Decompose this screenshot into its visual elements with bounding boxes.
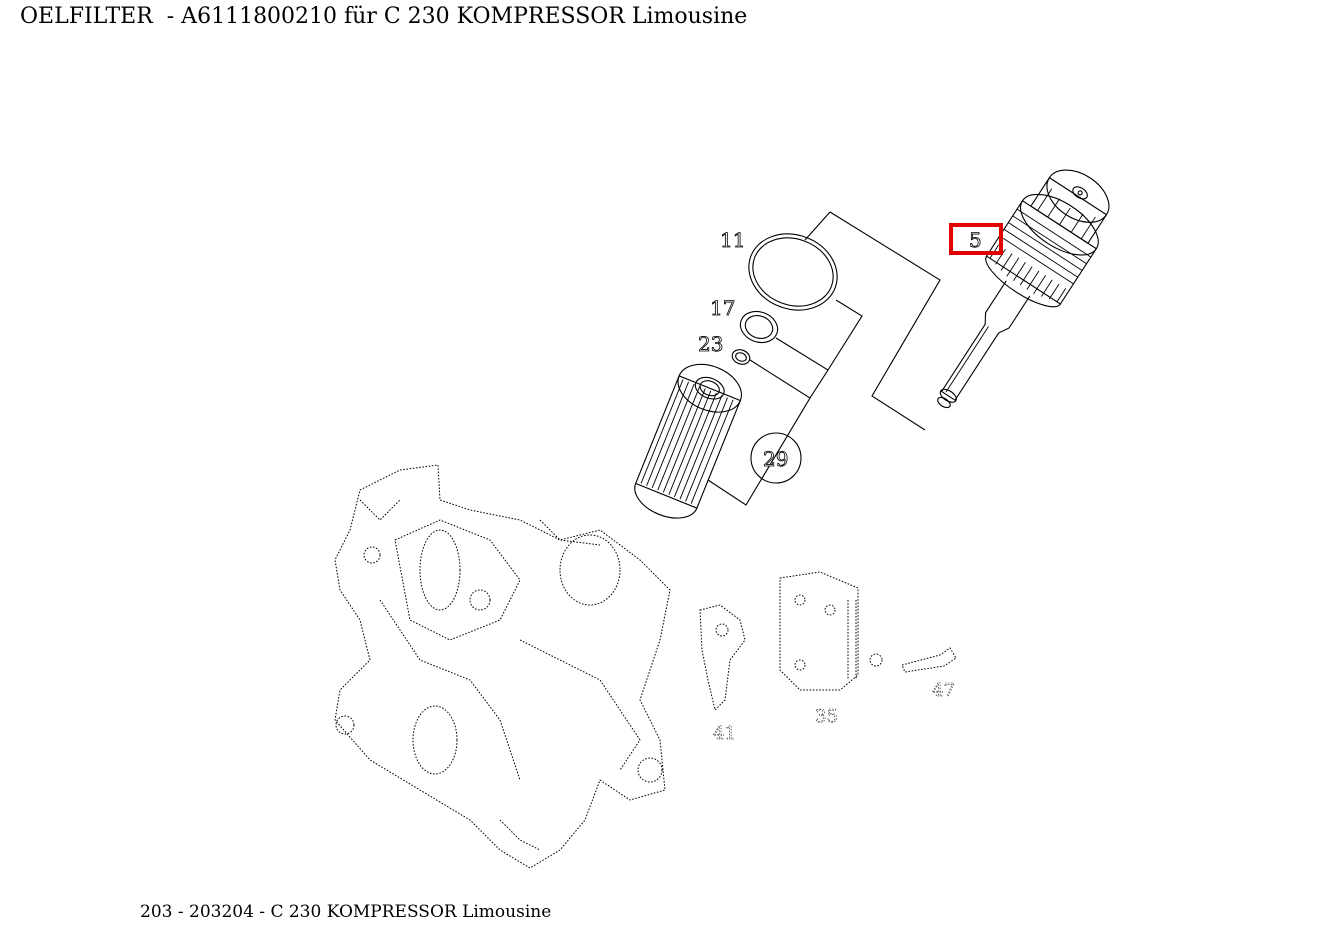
callout-41[interactable]: 41: [713, 723, 737, 745]
callout-23[interactable]: 23: [698, 332, 724, 357]
part-35-cover: [779, 571, 883, 691]
leader-lines: [707, 211, 941, 506]
part-11-oring[interactable]: [738, 222, 848, 322]
engine-block: [334, 464, 671, 869]
selected-part-highlight: [949, 223, 1003, 255]
callout-29-circle: [750, 432, 802, 484]
part-23-seal[interactable]: [730, 347, 752, 366]
part-17-oring[interactable]: [736, 306, 782, 347]
page-title: OELFILTER - A6111800210 für C 230 KOMPRE…: [20, 4, 748, 29]
callout-47[interactable]: 47: [932, 680, 956, 702]
callout-11[interactable]: 11: [720, 228, 746, 253]
callout-17[interactable]: 17: [710, 296, 736, 321]
part-5-filter-cap[interactable]: [905, 154, 1127, 430]
part-41-bracket: [699, 604, 746, 711]
callout-5[interactable]: 5: [969, 228, 983, 253]
part-47-bolt: [901, 647, 957, 673]
callout-29[interactable]: 29: [763, 447, 789, 472]
model-footer: 203 - 203204 - C 230 KOMPRESSOR Limousin…: [140, 902, 552, 922]
filter-element[interactable]: [628, 355, 748, 526]
callout-35[interactable]: 35: [815, 706, 839, 728]
